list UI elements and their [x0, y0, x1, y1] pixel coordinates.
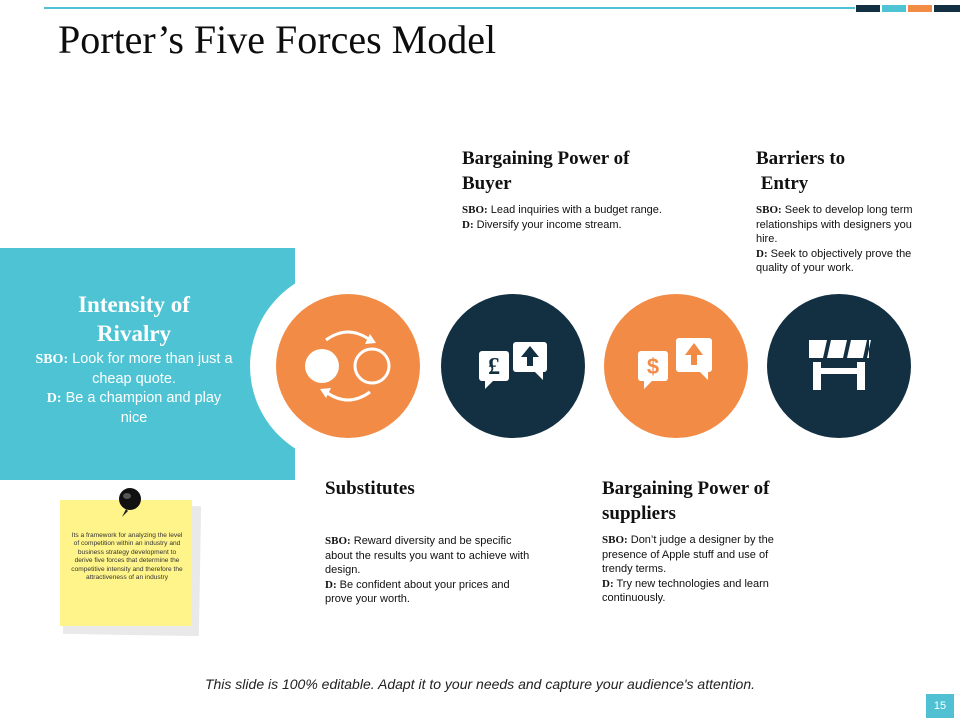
substitutes-d-label: D: — [325, 578, 337, 591]
buyer-description: SBO: Lead inquiries with a budget range.… — [462, 203, 662, 232]
force-suppliers: Bargaining Power of suppliers SBO: Don’t… — [602, 476, 784, 606]
barriers-sbo-label: SBO: — [756, 204, 782, 216]
suppliers-sbo-text: Don’t judge a designer by the presence o… — [602, 534, 774, 576]
substitutes-description: SBO: Reward diversity and be specific ab… — [325, 534, 530, 607]
substitutes-d-text: Be confident about your prices and prove… — [325, 578, 510, 606]
suppliers-circle: $ — [604, 294, 748, 438]
buyer-d-text: Diversify your income stream. — [473, 218, 622, 231]
barriers-d-label: D: — [756, 247, 768, 260]
rivalry-heading-line1: Intensity of — [78, 292, 190, 317]
suppliers-sbo: SBO: Don’t judge a designer by the prese… — [602, 533, 784, 577]
buyer-d-label: D: — [462, 218, 474, 231]
substitutes-sbo-text: Reward diversity and be specific about t… — [325, 535, 530, 577]
pushpin-icon — [119, 488, 141, 517]
barriers-d-text: Seek to objectively prove the quality of… — [756, 247, 912, 275]
top-accent-line — [44, 7, 855, 9]
rivalry-d: D: Be a champion and play nice — [34, 389, 234, 428]
barriers-title-line2: Entry — [756, 173, 809, 194]
pound-dollar-upload-icon: £ — [479, 342, 547, 389]
force-barriers: Barriers to Entry SBO: Seek to develop l… — [756, 146, 936, 276]
substitutes-title: Substitutes — [325, 478, 415, 499]
svg-text:£: £ — [488, 354, 500, 380]
page-number: 15 — [926, 694, 954, 718]
barriers-description: SBO: Seek to develop long term relations… — [756, 203, 936, 276]
buyer-d: D: Diversify your income stream. — [462, 218, 662, 233]
sticky-note-text: Its a framework for analyzing the level … — [71, 532, 183, 582]
top-accent-segment-navy-2 — [934, 5, 960, 12]
top-accent-segment-navy — [856, 5, 880, 12]
footer-text: This slide is 100% editable. Adapt it to… — [204, 676, 756, 692]
buyer-circle: £ — [441, 294, 585, 438]
svg-text:$: $ — [647, 354, 659, 379]
barriers-circle — [767, 294, 911, 438]
barriers-sbo: SBO: Seek to develop long term relations… — [756, 203, 936, 247]
rivalry-sbo-label: SBO: — [35, 352, 69, 367]
dollar-upload-icon: $ — [638, 338, 712, 389]
barriers-title-line1: Barriers to — [756, 148, 846, 169]
force-substitutes: Substitutes SBO: Reward diversity and be… — [325, 476, 530, 607]
suppliers-title: Bargaining Power of suppliers — [602, 476, 784, 526]
buyer-title-line2: Buyer — [462, 173, 512, 194]
suppliers-d: D: Try new technologies and learn contin… — [602, 577, 784, 606]
substitutes-d: D: Be confident about your prices and pr… — [325, 578, 530, 607]
rivalry-heading: Intensity of Rivalry — [34, 290, 234, 348]
barriers-sbo-text: Seek to develop long term relationships … — [756, 204, 913, 246]
rivalry-d-text: Be a champion and play nice — [61, 390, 222, 426]
substitute-cycle-icon — [305, 330, 391, 402]
rivalry-sbo: SBO: Look for more than just a cheap quo… — [34, 350, 234, 389]
suppliers-sbo-label: SBO: — [602, 534, 628, 546]
rivalry-body: SBO: Look for more than just a cheap quo… — [34, 350, 234, 428]
rivalry-d-label: D: — [46, 391, 62, 406]
buyer-sbo: SBO: Lead inquiries with a budget range. — [462, 203, 662, 218]
top-accent-segment-orange — [908, 5, 932, 12]
rivalry-sbo-text: Look for more than just a cheap quote. — [68, 351, 233, 387]
barrier-icon — [809, 340, 871, 390]
rivalry-heading-line2: Rivalry — [96, 321, 172, 346]
suppliers-d-label: D: — [602, 577, 614, 590]
substitutes-sbo: SBO: Reward diversity and be specific ab… — [325, 534, 530, 578]
substitutes-circle — [276, 294, 420, 438]
barriers-title: Barriers to Entry — [756, 146, 936, 196]
substitutes-sbo-label: SBO: — [325, 535, 351, 547]
buyer-sbo-label: SBO: — [462, 204, 488, 216]
rivalry-panel — [0, 248, 295, 480]
buyer-title-line1: Bargaining Power of — [462, 148, 630, 169]
force-buyer: Bargaining Power of Buyer SBO: Lead inqu… — [462, 146, 662, 232]
suppliers-title-line2: suppliers — [602, 503, 676, 524]
suppliers-description: SBO: Don’t judge a designer by the prese… — [602, 533, 784, 606]
buyer-sbo-text: Lead inquiries with a budget range. — [487, 204, 662, 216]
slide-title: Porter’s Five Forces Model — [58, 17, 497, 62]
suppliers-d-text: Try new technologies and learn continuou… — [602, 577, 769, 605]
suppliers-title-line1: Bargaining Power of — [602, 478, 770, 499]
rivalry-content: Intensity of Rivalry SBO: Look for more … — [34, 290, 234, 428]
top-accent-segment-teal — [882, 5, 906, 12]
sticky-note — [60, 500, 192, 626]
buyer-title: Bargaining Power of Buyer — [462, 146, 662, 196]
barriers-d: D: Seek to objectively prove the quality… — [756, 247, 936, 276]
